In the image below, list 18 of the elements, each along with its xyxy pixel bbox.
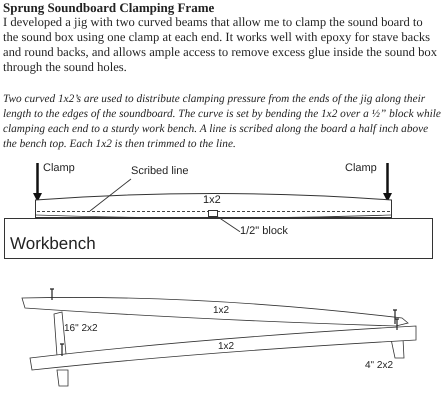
intro-paragraph: I developed a jig with two curved beams that allow me to clamp the sound board to the sound box using one clamp at each end. It works well with epoxy for stave backs and round backs, and allows ample access to remove excess glue inside the sound box through the sound holes. <box>3 15 438 75</box>
workbench <box>4 218 433 259</box>
board-label: 1x2 <box>203 195 221 206</box>
callout-text: Scribed line <box>131 163 211 179</box>
curved-board <box>35 193 392 218</box>
clamp-label: Clamp <box>345 163 377 174</box>
block <box>208 210 218 217</box>
leader-line <box>218 216 240 232</box>
workbench-label: Workbench <box>10 235 96 252</box>
part-label: 16" 2x2 <box>64 324 98 334</box>
part-label: 4" 2x2 <box>365 361 394 371</box>
clamp-label: Clamp <box>43 163 75 174</box>
part-label: 1x2 <box>213 306 230 316</box>
leader-line <box>90 178 132 212</box>
part-label: 1x2 <box>218 342 234 352</box>
method-paragraph: Two curved 1x2’s are used to distribute clamping pressure from the ends of the jig along their length to the edges of the soundboard. The curve is set by bending the 1x2 over a ½” block while clamping each end to a sturdy work bench. A line is scribed along the board a half inch above the bench top. Each 1x2 is then trimmed to the line. <box>3 92 441 152</box>
callout-text: 1/2" block <box>240 223 320 239</box>
title: Sprung Soundboard Clamping Frame <box>3 0 214 16</box>
